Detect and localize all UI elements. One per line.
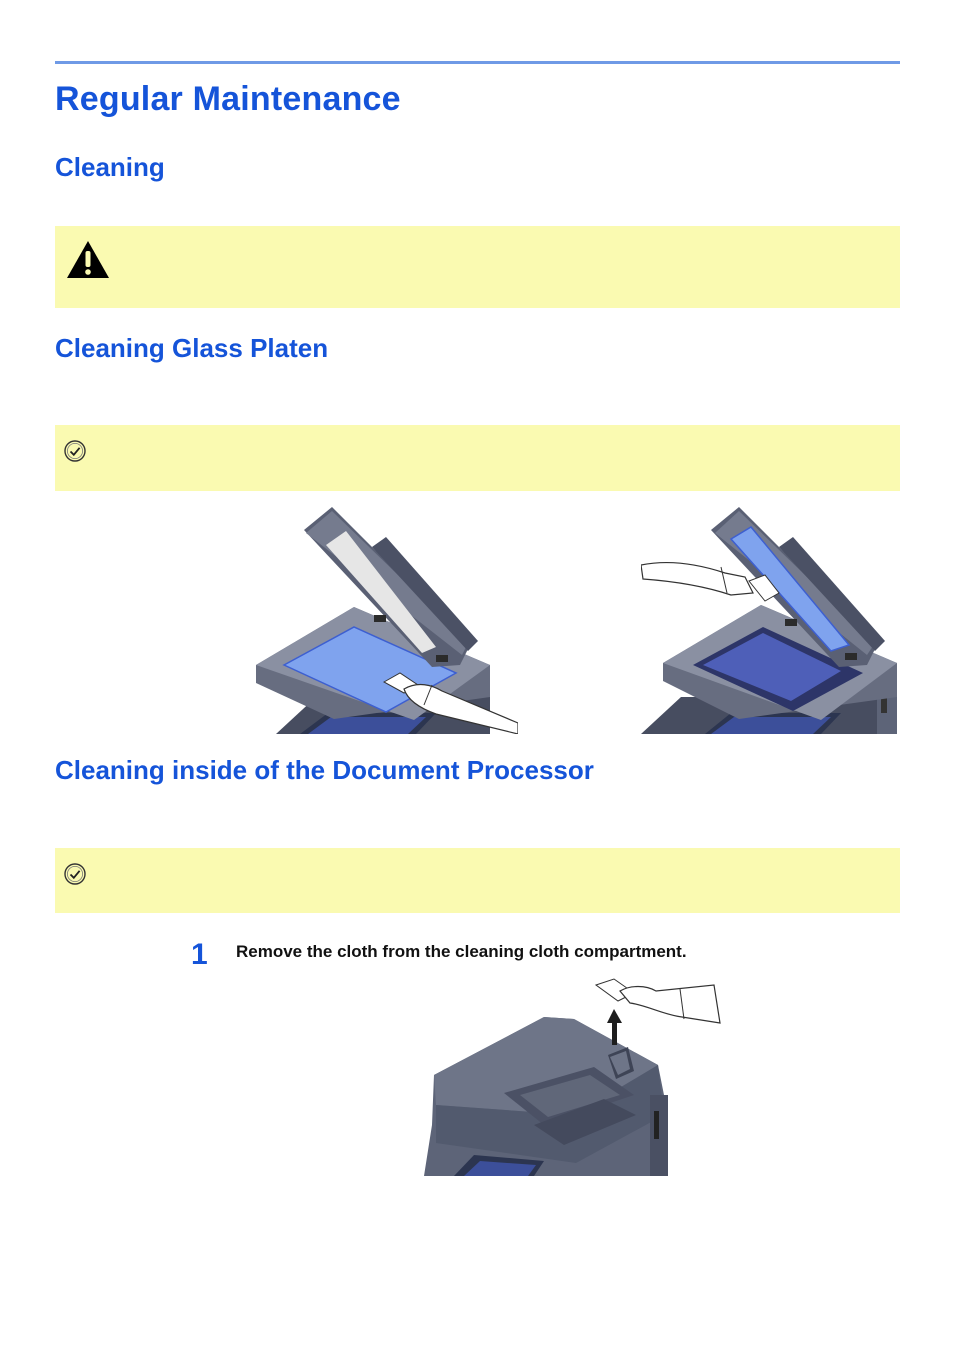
- step-number: 1: [191, 938, 208, 971]
- step-text: Remove the cloth from the cleaning cloth…: [236, 942, 687, 961]
- check-circle-icon: [64, 863, 86, 885]
- section-heading-document-processor: Cleaning inside of the Document Processo…: [55, 755, 594, 785]
- check-circle-icon: [64, 440, 86, 462]
- caution-box: [55, 226, 900, 308]
- note-box-glass-platen: [55, 425, 900, 491]
- top-rule: [55, 61, 900, 64]
- illustration-wiping-platen: [256, 507, 518, 734]
- illustration-wiping-lid: [641, 507, 897, 734]
- illustration-remove-cloth: [424, 978, 721, 1176]
- section-heading-cleaning: Cleaning: [55, 152, 165, 182]
- section-heading-glass-platen: Cleaning Glass Platen: [55, 333, 329, 363]
- note-box-document-processor: [55, 848, 900, 913]
- page-title: Regular Maintenance: [55, 80, 401, 118]
- warning-triangle-icon: [67, 241, 109, 278]
